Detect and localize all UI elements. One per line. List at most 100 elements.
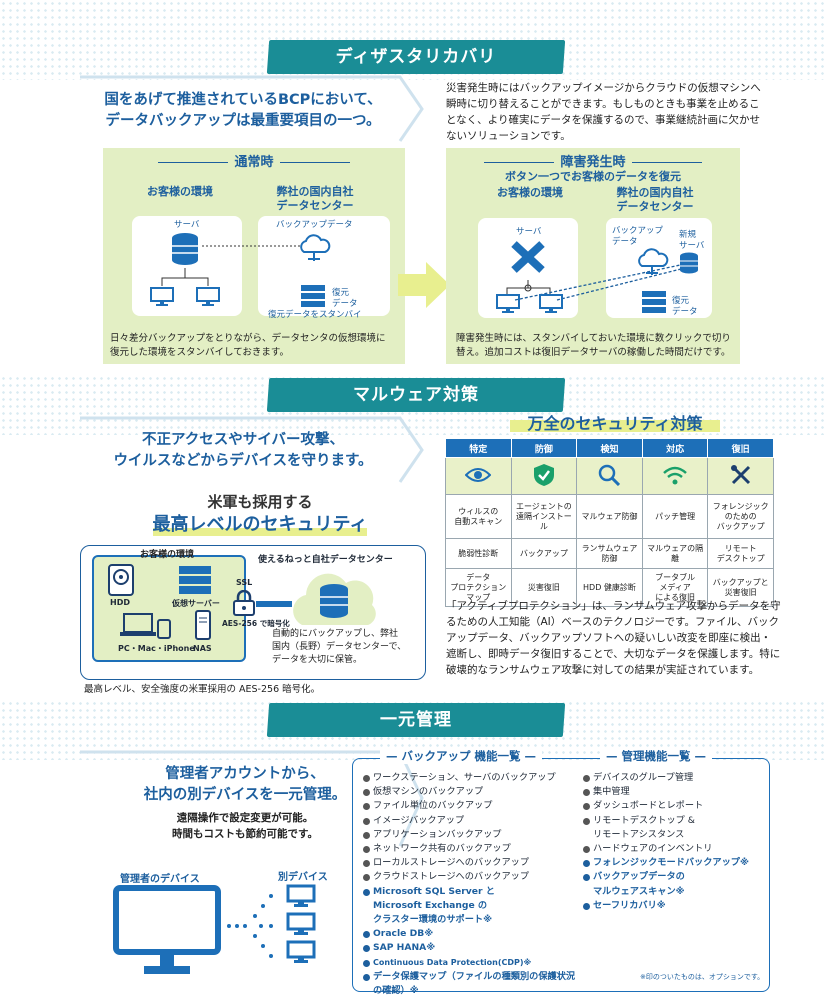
feature-item: Continuous Data Protection(CDP)※	[362, 956, 577, 970]
feature-item: セーフリカバリ※	[582, 899, 762, 913]
restore-label: 復元データ	[672, 296, 698, 317]
env-label: お客様の環境	[147, 185, 213, 198]
feature-item: ローカルストレージへのバックアップ	[362, 856, 577, 870]
storage-icon	[642, 291, 666, 313]
table-cell: エージェントの遠隔インストール	[510, 494, 578, 539]
device-monitor-icon	[286, 940, 316, 963]
hdd-label: HDD	[110, 598, 130, 607]
feature-item: クラスター環境のサポート※	[373, 914, 492, 926]
network-lines	[227, 894, 273, 958]
feature-item: データ保護マップ（ファイルの種類別の保護状況の確認）※	[362, 970, 577, 998]
feature-item: リモートアシスタンス	[593, 828, 685, 840]
panel-title: 通常時	[103, 151, 405, 170]
lead-text: 国をあげて推進されているBCPにおいて、データバックアップは最重要項目の一つ。	[104, 92, 382, 129]
table-cell: フォレンジックのためのバックアップ	[707, 494, 774, 539]
feature-item: Oracle DB※	[362, 927, 577, 941]
monitor-icon	[196, 287, 220, 306]
dc-label: 弊社の国内自社データセンター	[276, 185, 354, 212]
wifi-icon	[641, 457, 709, 495]
restore-label: 復元データ	[332, 288, 358, 309]
shield-icon	[510, 457, 578, 495]
lock-icon	[233, 590, 255, 616]
standby-label: 復元データをスタンバイ	[268, 310, 362, 320]
table-cell: データプロテクションマップ	[445, 568, 512, 607]
feature-item: フォレンジックモードバックアップ※	[582, 856, 762, 870]
feature-item: イメージバックアップ	[362, 814, 577, 828]
military-heading: 米軍も採用する 最高レベルのセキュリティ	[152, 493, 368, 536]
cloud-icon	[638, 248, 669, 275]
table-cell: ウィルスの自動スキャン	[445, 494, 512, 539]
hdd-icon	[108, 564, 134, 596]
feature-item: 集中管理	[582, 785, 762, 799]
section-title: マルウェア対策	[353, 385, 479, 405]
admin-device-label: 管理者のデバイス	[120, 874, 200, 885]
device-monitor-icon	[286, 884, 316, 907]
auto-backup-note: 自動的にバックアップし、弊社国内（長野）データセンターで、データを大切に保管。	[272, 629, 407, 665]
feature-item: リモートデスクトップ &	[582, 814, 762, 828]
feature-item: マルウェアスキャン※	[593, 885, 685, 897]
lead-text: 不正アクセスやサイバー攻撃、ウイルスなどからデバイスを守ります。	[113, 432, 373, 469]
magnifier-icon	[576, 457, 643, 495]
nas-label: NAS	[193, 644, 212, 653]
table-cell: リモートデスクトップ	[707, 538, 774, 569]
chevron-frame	[80, 416, 424, 483]
backup-label: バックアップデータ	[276, 220, 353, 230]
description: 「アクティブプロテクション」は、ランサムウェア攻撃からデータを守るための人工知能…	[446, 600, 781, 676]
cloud-database-icon	[293, 573, 376, 625]
device-monitor-icon	[286, 912, 316, 935]
feature-item: アプリケーションバックアップ	[362, 828, 577, 842]
table-cell: 災害復旧	[510, 568, 578, 607]
datacenter-box	[258, 216, 390, 316]
cross-icon	[511, 241, 545, 273]
panel-note: 日々差分バックアップをとりながら、データセンタの仮想環境に復元した環境をスタンバ…	[110, 333, 386, 358]
server-icon	[172, 233, 198, 265]
monitor-icon	[496, 294, 520, 313]
panel-title: 障害発生時	[446, 151, 740, 170]
feature-item: SAP HANA※	[362, 941, 577, 955]
feature-item: ワークステーション、サーバのバックアップ	[362, 771, 577, 785]
transfer-line	[256, 601, 292, 607]
other-device-label: 別デバイス	[278, 872, 328, 883]
cloud-icon	[300, 234, 331, 261]
table-cell: バックアップと災害復旧	[707, 568, 774, 607]
monitor-icon	[539, 294, 563, 313]
backup-feature-list: ワークステーション、サーバのバックアップ仮想マシンのバックアップファイル単位のバ…	[362, 771, 577, 998]
dc-label: 弊社の国内自社データセンター	[616, 186, 694, 213]
table-cell: バックアップ	[510, 538, 578, 569]
arrow-right-icon	[398, 262, 450, 308]
server-label: サーバ	[174, 220, 200, 230]
footnote: ※印のついたものは、オプションです。	[640, 973, 765, 981]
panel-note: 障害発生時には、スタンバイしておいた環境に数クリックで切り替え。追加コストは復旧…	[456, 333, 731, 358]
chevron-frame	[80, 75, 424, 142]
chevron-frame	[80, 750, 424, 847]
admin-monitor-icon	[113, 885, 221, 974]
vserver-label: 仮想サーバー	[172, 599, 220, 608]
failover-lines	[506, 263, 686, 301]
tools-icon	[707, 457, 774, 495]
env-label: お客様の環境	[497, 186, 563, 199]
lead-text: 管理者アカウントから、社内の別デバイスを一元管理。	[143, 766, 347, 803]
feature-item: ファイル単位のバックアップ	[362, 799, 577, 813]
table-cell: マルウェア防御	[576, 494, 643, 539]
table-cell: ランサムウェア防御	[576, 538, 643, 569]
feature-item: 仮想マシンのバックアップ	[362, 785, 577, 799]
ssl-label: SSL	[236, 578, 253, 587]
column-header: 特定	[445, 438, 512, 458]
description: 災害発生時にはバックアップイメージからクラウドの仮想マシンへ瞬時に切り替えること…	[446, 82, 761, 142]
lead-subtext: 遠隔操作で設定変更が可能。時間もコストも節約可能です。	[172, 812, 318, 840]
panel-subtitle: ボタン一つでお客様のデータを復元	[505, 170, 681, 183]
server-label: サーバ	[516, 227, 542, 237]
table-cell: パッチ管理	[641, 494, 709, 539]
pc-label: PC・Mac・iPhone	[118, 644, 195, 653]
table-cell: HDD 健康診断	[576, 568, 643, 607]
feature-item: ネットワーク共有のバックアップ	[362, 842, 577, 856]
column-header: 防御	[510, 438, 578, 458]
column-header: 対応	[641, 438, 709, 458]
security-diagram	[80, 545, 426, 680]
feature-item: ダッシュボードとレポート	[582, 799, 762, 813]
section-title: 一元管理	[380, 710, 452, 730]
caption: 最高レベル、安全強度の米軍採用の AES-256 暗号化。	[84, 684, 321, 695]
feature-item: Microsoft SQL Server と	[362, 885, 577, 899]
table-cell: ブータブルメディアによる復旧	[641, 568, 709, 607]
aes-label: AES-256 で暗号化	[222, 619, 290, 628]
